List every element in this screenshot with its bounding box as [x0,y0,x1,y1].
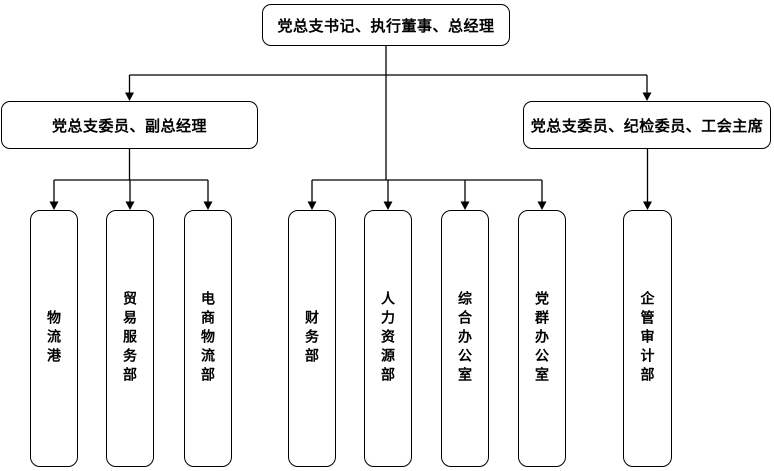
node-branch-union-chair: 党总支委员、纪检委员、工会主席 [523,101,771,149]
node-branch-deputy-gm-label: 党总支委员、副总经理 [51,117,207,135]
node-dept-enterprise-audit: 企管审计部 [623,210,672,467]
node-dept-logistics-port-label: 物流港 [46,310,62,367]
node-branch-deputy-gm: 党总支委员、副总经理 [1,101,258,149]
node-root: 党总支书记、执行董事、总经理 [262,4,510,46]
connector-path [53,46,649,202]
node-dept-trade-service-label: 贸易服务部 [122,291,138,386]
node-dept-party-mass-office-label: 党群办公室 [534,291,550,386]
node-dept-trade-service: 贸易服务部 [106,210,154,467]
node-dept-finance: 财务部 [288,210,336,467]
node-branch-union-chair-label: 党总支委员、纪检委员、工会主席 [530,117,764,135]
node-dept-ecommerce-logistics-label: 电商物流部 [200,291,216,386]
node-root-label: 党总支书记、执行董事、总经理 [277,17,495,35]
node-dept-general-office-label: 综合办公室 [457,291,473,386]
node-dept-human-resources: 人力资源部 [364,210,412,467]
node-dept-general-office: 综合办公室 [441,210,489,467]
node-dept-ecommerce-logistics: 电商物流部 [184,210,232,467]
node-dept-enterprise-audit-label: 企管审计部 [639,291,656,386]
node-dept-finance-label: 财务部 [304,310,320,367]
node-dept-logistics-port: 物流港 [30,210,78,467]
node-dept-human-resources-label: 人力资源部 [380,291,396,386]
node-dept-party-mass-office: 党群办公室 [518,210,566,467]
